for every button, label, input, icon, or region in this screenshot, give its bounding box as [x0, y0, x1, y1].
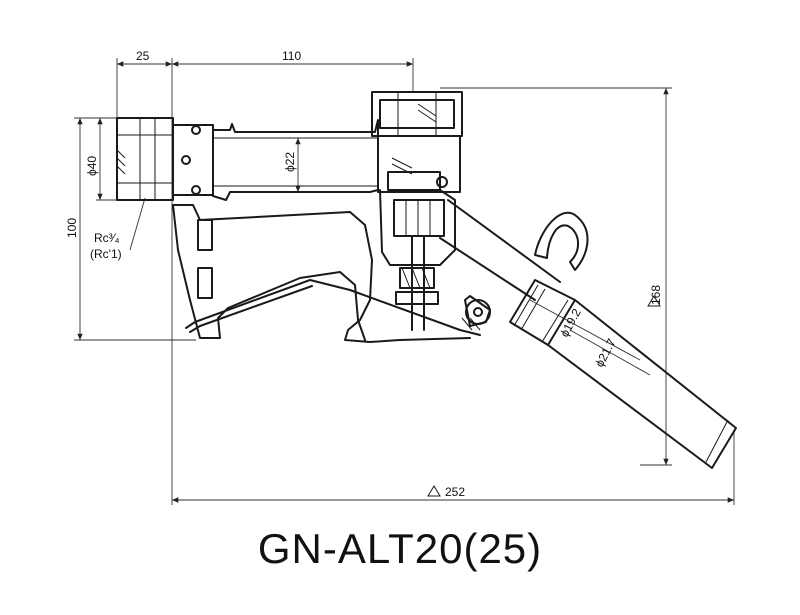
dim-thread-spec-1: Rc³⁄₄: [94, 231, 120, 245]
dim-inlet-length: 25: [136, 49, 150, 63]
dim-spout-outer-diameter: ϕ21.7: [592, 336, 619, 369]
dim-bore-diameter: ϕ22: [283, 152, 297, 172]
body-tube: [212, 119, 379, 201]
model-title: GN-ALT20(25): [257, 525, 543, 572]
handle-grip: [172, 204, 481, 343]
variant-mark-icon: [647, 295, 661, 307]
inlet-fitting: [116, 117, 214, 201]
dim-overall-height: 100: [65, 218, 79, 238]
valve-housing: [371, 91, 463, 331]
variant-mark-icon-2: [427, 485, 441, 497]
dim-thread-spec-2: (Rc'1): [90, 247, 122, 261]
latch-pivot: [461, 295, 491, 331]
dimension-lines: [74, 58, 735, 505]
dim-overall-length: 252: [445, 485, 465, 499]
dim-inlet-diameter: ϕ40: [85, 156, 99, 176]
dim-spout-length: 168: [649, 285, 663, 305]
dim-body-length: 110: [282, 49, 301, 63]
spout: [439, 199, 737, 469]
dim-spout-length-group: 168: [649, 285, 663, 305]
dimension-labels: 25 110 ϕ40 100 ϕ22 Rc³⁄₄ (Rc'1) 168 252 …: [65, 49, 663, 499]
